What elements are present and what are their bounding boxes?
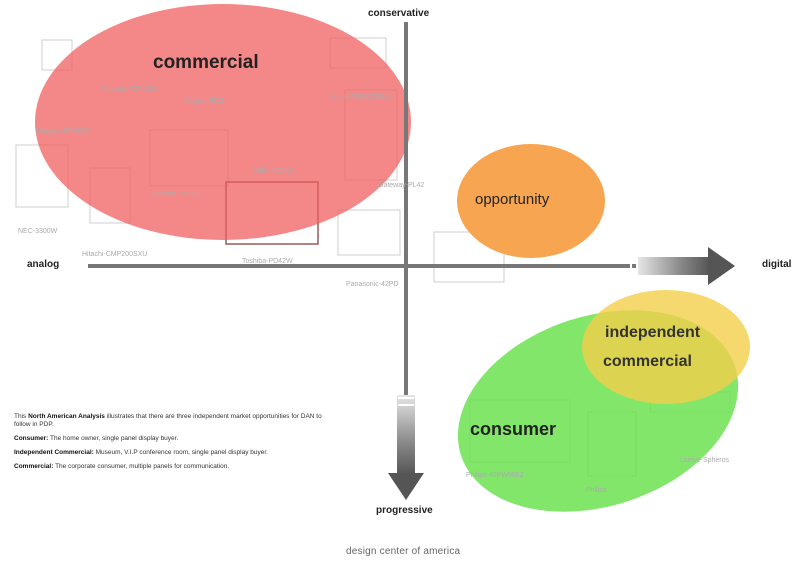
product-label: Hitachi-CMP200SXU xyxy=(82,251,148,258)
legend-commercial-desc: The corporate consumer, multiple panels … xyxy=(53,463,230,470)
legend-independent: Independent Commercial: Museum, V.I.P co… xyxy=(14,449,334,457)
region-label-commercial: commercial xyxy=(153,52,259,73)
legend-commercial-term: Commercial: xyxy=(14,463,54,470)
footer-caption: design center of america xyxy=(346,546,461,557)
legend-independent-term: Independent Commercial: xyxy=(14,449,94,456)
product-label: NEC-4210W xyxy=(254,168,294,175)
product-label: Sony-PFM50C5WU xyxy=(330,94,392,101)
product-label: Philips xyxy=(586,487,607,494)
product-label: Pioneer-PDP50 xyxy=(152,191,201,198)
legend-intro-text: illustrates that there are three indepen… xyxy=(14,413,322,428)
horizontal-axis xyxy=(88,247,735,285)
region-label-consumer: consumer xyxy=(470,419,557,439)
legend-consumer: Consumer: The home owner, single panel d… xyxy=(14,435,334,443)
legend-intro: This North American Analysis illustrates… xyxy=(14,413,334,429)
product-label: NEC-3300W xyxy=(18,228,58,235)
axis-label-progressive: progressive xyxy=(376,505,433,516)
legend-consumer-desc: The home owner, single panel display buy… xyxy=(48,435,179,442)
product-label: Philips-42PW9862 xyxy=(466,472,524,479)
product-label: Marantz-PD4200 xyxy=(36,128,89,135)
product-label: Fujitsu-PDG xyxy=(186,98,225,105)
product-photo xyxy=(337,209,401,256)
independent-commercial-region xyxy=(582,290,750,404)
region-label-opportunity: opportunity xyxy=(475,191,550,208)
legend-independent-desc: Museum, V.I.P conference room, single pa… xyxy=(93,449,268,456)
product-label: Gateway-PL42 xyxy=(378,182,425,189)
legend-commercial: Commercial: The corporate consumer, mult… xyxy=(14,463,334,471)
product-label: Pioneer-PDP-503 xyxy=(102,86,157,93)
opportunity-region xyxy=(457,144,605,258)
commercial-region xyxy=(35,4,411,240)
region-label-independent: independent xyxy=(605,324,701,341)
region-label-independent-commercial: commercial xyxy=(603,353,692,370)
product-label: Toshiba-PD42W xyxy=(242,258,293,265)
axis-label-analog: analog xyxy=(27,259,60,270)
legend-intro-prefix: This xyxy=(14,413,29,420)
vertical-axis xyxy=(388,22,424,500)
legend-intro-bold: North American Analysis xyxy=(28,413,105,420)
legend: This North American Analysis illustrates… xyxy=(14,413,334,477)
axis-label-conservative: conservative xyxy=(368,8,430,19)
axis-label-digital: digital xyxy=(762,259,792,270)
product-label: Loewe-Spheros xyxy=(680,457,730,464)
product-label: Panasonic-42PD xyxy=(346,281,399,288)
legend-consumer-term: Consumer: xyxy=(14,435,49,442)
